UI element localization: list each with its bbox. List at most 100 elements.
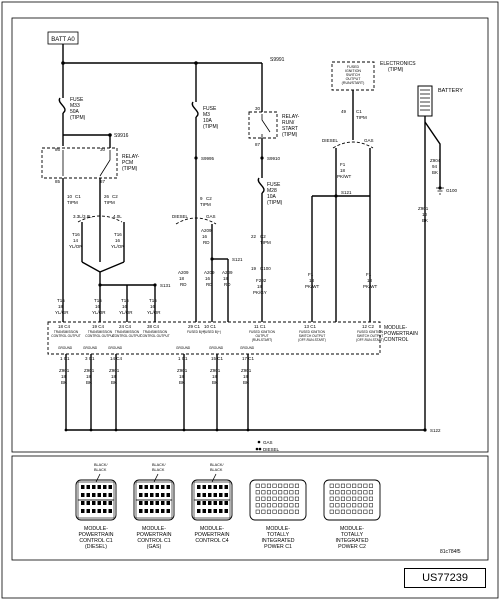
splice-s9916: S9916 <box>114 133 129 139</box>
relay-run-start-label: RELAY-RUN/START(TIPM) <box>282 114 300 138</box>
pcm-pin-3: 38 C4 <box>147 324 160 329</box>
pcm-pin-0: 18 C4 <box>58 324 71 329</box>
view-tag-2-1: BLACK <box>210 468 223 472</box>
batt-a0-label: BATT A0 <box>51 37 75 43</box>
drawing-code: 81c784f5 <box>440 549 461 555</box>
pcm-pin-6: 11 C1 <box>254 324 266 329</box>
ground-func-3: GROUND <box>176 346 191 350</box>
fuse-m28 <box>257 177 265 194</box>
pcm-func-4: FUSED B(+) <box>187 330 205 334</box>
electronics-tipm-title: ELECTRONICS(TIPM) <box>380 61 416 73</box>
splice-s9991: S9991 <box>270 57 285 63</box>
pcm-pin-2: 24 C4 <box>119 324 132 329</box>
ground-pin-3: 1 C1 <box>178 356 188 361</box>
relay-pcm-label: RELAY-PCM(TIPM) <box>122 154 140 172</box>
view-caption-1-2: CONTROL C1 <box>137 538 170 544</box>
view-tag-1-0: BLACK/ <box>152 463 166 467</box>
pcm-pin-7: 13 C1 <box>304 324 317 329</box>
pcm-pin-1: 19 C4 <box>92 324 105 329</box>
view-caption-4-0: MODULE- <box>340 526 364 532</box>
pcm-func-5: FUSED B(+) <box>203 330 221 334</box>
fuse-m33 <box>58 97 66 114</box>
branch-diesel-right: DIESEL <box>322 138 339 143</box>
view-caption-3-2: INTEGRATED <box>261 538 294 544</box>
view-caption-2-1: POWERTRAIN <box>194 532 229 538</box>
view-caption-4-3: POWER C2 <box>338 544 366 550</box>
legend-diesel: DIESEL <box>263 447 280 452</box>
battery-label: BATTERY <box>438 88 463 94</box>
svg-text:30: 30 <box>255 106 261 111</box>
splice-s121-right: S121 <box>341 190 352 195</box>
connector-views-border <box>11 455 489 561</box>
pcm-pin-5: 10 C1 <box>204 324 217 329</box>
ground-func-4: GROUND <box>209 346 224 350</box>
view-caption-1-1: POWERTRAIN <box>136 532 171 538</box>
view-caption-0-3: (DIESEL) <box>85 544 107 550</box>
view-caption-3-1: TOTALLY <box>267 532 290 538</box>
pcm-pin-4: 29 C1 <box>188 324 201 329</box>
svg-text:30: 30 <box>100 147 106 152</box>
view-caption-1-3: (GAS) <box>147 544 162 550</box>
battery-symbol <box>417 85 433 117</box>
schematic-border <box>11 17 489 453</box>
svg-text:87: 87 <box>255 142 261 147</box>
branch-diesel-left: DIESEL <box>172 214 189 219</box>
ground-func-5: GROUND <box>240 346 255 350</box>
ground-func-1: GROUND <box>83 346 98 350</box>
ground-pin-1: 3 C1 <box>85 356 95 361</box>
splice-s122: S122 <box>430 428 441 433</box>
view-tag-1-1: BLACK <box>152 468 165 472</box>
figure-id-box: US77239 <box>404 568 486 588</box>
legend-gas: GAS <box>263 440 273 445</box>
svg-text:87: 87 <box>100 179 106 184</box>
splice-s9995: S9995 <box>201 156 215 161</box>
engine-size-33-38: 3.3L/3.8L <box>73 214 92 219</box>
relay-run-start <box>248 111 278 139</box>
pcm-module-box <box>47 321 381 355</box>
splice-s9910: S9910 <box>267 156 281 161</box>
